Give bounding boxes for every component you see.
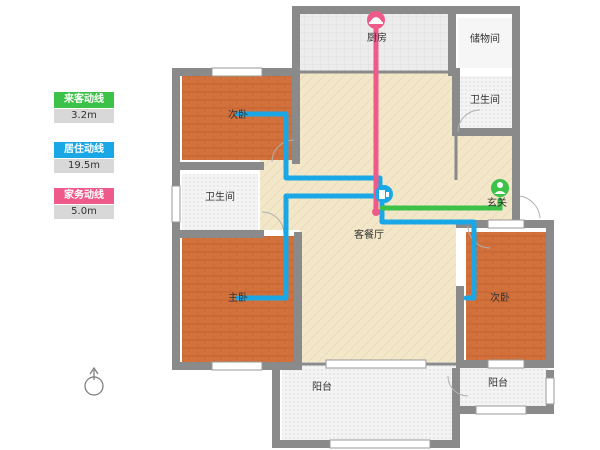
balcony-left-label: 阳台 <box>312 380 332 393</box>
bedroom-right-floor <box>466 232 546 360</box>
bedroom-right-label: 次卧 <box>490 291 510 304</box>
visitor-route <box>379 197 503 211</box>
bath-left-label: 卫生间 <box>205 190 235 203</box>
master-label: 主卧 <box>228 291 248 304</box>
entrance-label: 玄关 <box>487 196 507 209</box>
compass-icon <box>84 366 104 396</box>
bath-right-floor <box>460 76 512 132</box>
bedroom-top-label: 次卧 <box>228 108 248 121</box>
living-route <box>235 111 477 301</box>
balcony-right-label: 阳台 <box>488 376 508 389</box>
legend-visitor-title: 来客动线 <box>54 92 114 108</box>
legend-living-title: 居住动线 <box>54 142 114 158</box>
windows <box>171 67 555 449</box>
legend-living-value: 19.5m <box>54 159 114 173</box>
legend-chore-value: 5.0m <box>54 205 114 219</box>
living-label: 客餐厅 <box>354 228 384 241</box>
storage-floor <box>458 18 512 68</box>
storage-label: 储物间 <box>470 32 500 45</box>
kitchen-label: 厨房 <box>367 31 387 44</box>
balcony-right-floor <box>458 364 548 406</box>
balcony-left-floor <box>282 364 456 440</box>
corridor-floor <box>456 132 516 220</box>
chore-end-dot <box>372 208 380 216</box>
legend-visitor-value: 3.2m <box>54 109 114 123</box>
legend-chore-title: 家务动线 <box>54 188 114 204</box>
kitchen-marker-icon <box>367 11 385 29</box>
bath-left-floor <box>182 174 258 232</box>
entrance-marker-icon <box>491 179 509 197</box>
living-hub-icon <box>375 185 393 203</box>
bath-right-label: 卫生间 <box>470 93 500 106</box>
